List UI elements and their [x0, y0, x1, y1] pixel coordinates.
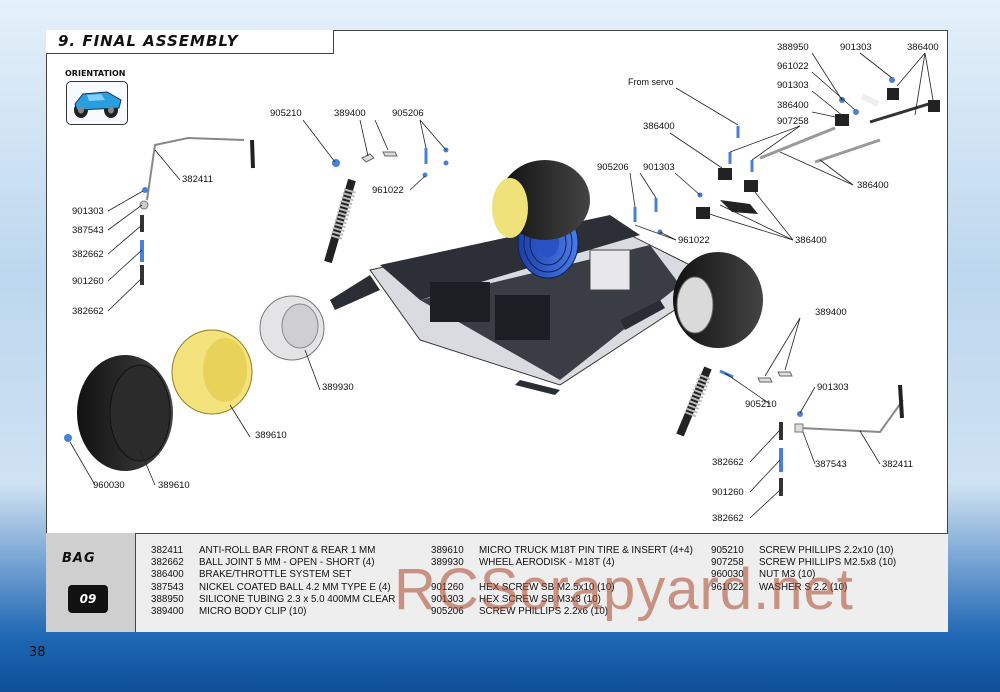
callout-901260-right: 901260	[712, 487, 744, 498]
callout-901303-mid: 901303	[777, 80, 809, 91]
callout-905210-top: 905210	[270, 108, 302, 119]
parts-legend	[46, 533, 948, 632]
callout-from-servo: From servo	[628, 77, 674, 87]
shock-left	[324, 178, 356, 264]
anti-roll-bar-left	[146, 136, 255, 201]
chassis	[330, 215, 701, 395]
callout-961022-mid: 961022	[372, 185, 404, 196]
callout-960030: 960030	[93, 480, 125, 491]
bag-number-badge: 09	[68, 585, 108, 613]
callout-382662-right-b: 382662	[712, 513, 744, 524]
nut	[64, 434, 72, 442]
callout-901303-right: 901303	[817, 382, 849, 393]
page-number: 38	[29, 645, 46, 660]
callout-387543-right: 387543	[815, 459, 847, 470]
callout-389400-right: 389400	[815, 307, 847, 318]
callout-382662-right-a: 382662	[712, 457, 744, 468]
callout-389400-top: 389400	[334, 108, 366, 119]
callout-901303-top: 901303	[840, 42, 872, 53]
title-box	[46, 30, 334, 54]
callout-389610-tire: 389610	[158, 480, 190, 491]
callout-382662-left-a: 382662	[72, 249, 104, 260]
callout-905206-top: 905206	[392, 108, 424, 119]
callout-382411-right: 382411	[882, 459, 913, 470]
callout-905210-right: 905210	[745, 399, 777, 410]
right-hardware	[719, 369, 803, 496]
anti-roll-bar-right	[794, 384, 904, 434]
tire-insert	[171, 329, 253, 415]
callout-386400-mid: 386400	[777, 100, 809, 111]
callout-901303-left: 901303	[72, 206, 104, 217]
callout-961022-center: 961022	[678, 235, 710, 246]
callout-386400-left: 386400	[643, 121, 675, 132]
bag-label: BAG	[62, 551, 96, 566]
callout-387543-left: 387543	[72, 225, 104, 236]
callout-901303-center: 901303	[643, 162, 675, 173]
callout-961022-top: 961022	[777, 61, 809, 72]
callout-389610-insert: 389610	[255, 430, 287, 441]
page-title: 9. FINAL ASSEMBLY	[58, 32, 239, 50]
leader-lines	[69, 52, 934, 519]
rear-wheel-mounted	[492, 160, 590, 240]
wheel-rim	[259, 295, 325, 361]
orientation-label: ORIENTATION	[65, 69, 126, 78]
brake-throttle-parts	[696, 77, 940, 219]
callout-901260-left: 901260	[72, 276, 104, 287]
left-hardware	[139, 187, 149, 285]
callout-907258: 907258	[777, 116, 809, 127]
callout-388950: 388950	[777, 42, 809, 53]
callout-905206-mid: 905206	[597, 162, 629, 173]
front-wheel-mounted	[673, 252, 763, 348]
bag-column	[46, 533, 136, 632]
callout-386400-lower: 386400	[795, 235, 827, 246]
shock-right	[676, 366, 712, 437]
watermark: RCScrapyard.net	[394, 557, 854, 622]
callout-382662-left-b: 382662	[72, 306, 104, 317]
callout-389930: 389930	[322, 382, 354, 393]
orientation-icon	[66, 81, 128, 125]
callout-386400-right: 386400	[857, 180, 889, 191]
callout-386400-top: 386400	[907, 42, 939, 53]
callout-382411-left: 382411	[182, 174, 213, 185]
tire-exploded	[77, 355, 173, 471]
